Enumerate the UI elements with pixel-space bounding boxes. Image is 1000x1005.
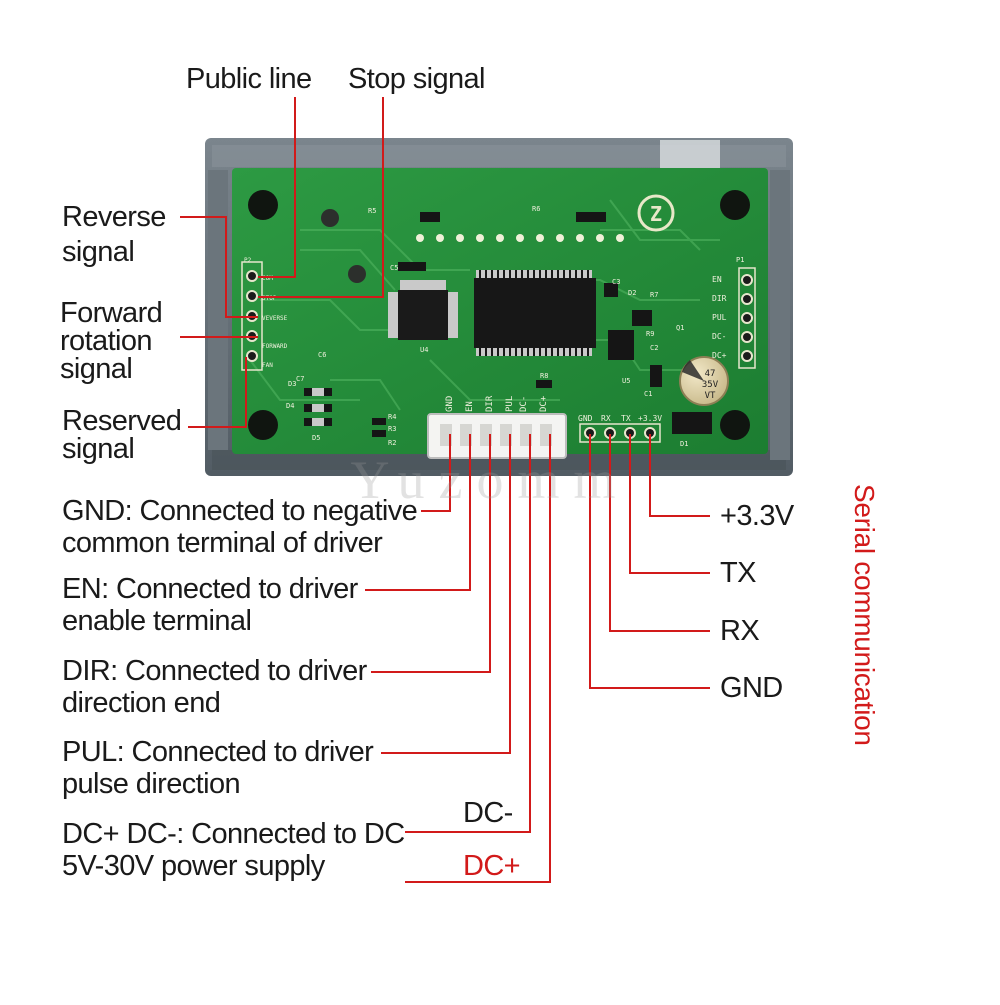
- p1-header-label-1: DIR: [712, 294, 727, 303]
- leader-lines: [180, 97, 710, 883]
- reverse-signal-label-2: signal: [62, 236, 135, 268]
- reverse-signal-leader: [180, 216, 258, 318]
- pul-desc-1: PUL: Connected to driver: [62, 736, 374, 768]
- cap-text-3: VT: [705, 391, 716, 401]
- serial-header-label-2: TX: [621, 414, 631, 423]
- connector-label-2: DIR: [485, 395, 495, 412]
- component-label-c2: C2: [650, 344, 658, 352]
- dir-desc-2: direction end: [62, 687, 221, 719]
- p1-header-label-3: DC-: [712, 332, 726, 341]
- component-label-r3: R3: [388, 425, 396, 433]
- p2-label-5: FAN: [262, 362, 273, 369]
- silkscreen-labels: GND EN DIR PUL DC- DC+ GND RX TX +3.3V EN DIR PUL DC-…: [244, 205, 744, 448]
- component-label-c5: C5: [390, 264, 398, 272]
- p2-label-3: VEVERSE: [262, 315, 288, 322]
- connector-label-5: DC+: [539, 395, 549, 412]
- dir-leader: [371, 434, 491, 673]
- en-desc-2: enable terminal: [62, 605, 252, 637]
- p2-label-0: P2: [244, 257, 252, 264]
- cap-text-1: 47: [705, 369, 716, 379]
- connector-label-4: DC-: [519, 396, 529, 412]
- forward-signal-label-1: Forward: [60, 297, 163, 329]
- svg-text:Z: Z: [650, 202, 662, 226]
- component-label-d5: D5: [312, 434, 320, 442]
- component-label-d4: D4: [286, 402, 294, 410]
- component-label-d3: D3: [288, 380, 296, 388]
- forward-signal-label-3: signal: [60, 353, 133, 385]
- rx-label: RX: [720, 615, 760, 647]
- tx-leader: [629, 434, 710, 574]
- p2-label-2: STOP: [262, 295, 277, 302]
- connector-label-3: PUL: [505, 396, 515, 412]
- dc-minus-label: DC-: [463, 797, 513, 829]
- component-label-c7: C7: [296, 375, 304, 383]
- pul-leader: [381, 434, 511, 754]
- dc-plus-leader: [405, 434, 551, 883]
- serial-gnd-label: GND: [720, 672, 783, 704]
- dir-desc-1: DIR: Connected to driver: [62, 655, 367, 687]
- component-label-d2: D2: [628, 289, 636, 297]
- component-label-q1: Q1: [676, 324, 684, 332]
- component-label-c3: C3: [612, 278, 620, 286]
- dc-minus-leader: [405, 434, 531, 833]
- serial-gnd-leader: [589, 434, 710, 689]
- serial-header-label-3: +3.3V: [638, 414, 662, 423]
- reserved-signal-label-1: Reserved: [62, 405, 182, 437]
- p2-label-4: FORWARD: [262, 343, 288, 350]
- component-label-u4: U4: [420, 346, 428, 354]
- public-line-label: Public line: [186, 63, 312, 95]
- component-label-c6: C6: [318, 351, 326, 359]
- cap-text-2: 35V: [702, 380, 719, 390]
- gnd-desc-1: GND: Connected to negative: [62, 495, 418, 527]
- component-label-r6: R6: [532, 205, 540, 213]
- serial-header-label-1: RX: [601, 414, 611, 423]
- reserved-signal-label-2: signal: [62, 433, 135, 465]
- component-label-r5: R5: [368, 207, 376, 215]
- gnd-leader: [421, 434, 451, 512]
- stop-signal-label: Stop signal: [348, 63, 485, 95]
- v33-label: +3.3V: [720, 500, 794, 532]
- component-label-r4: R4: [388, 413, 396, 421]
- serial-communication-label: Serial communication: [849, 484, 880, 746]
- dc-plus-label: DC+: [463, 850, 521, 882]
- component-label-r9: R9: [646, 330, 654, 338]
- connector-label-0: GND: [445, 396, 455, 412]
- reverse-signal-label-1: Reverse: [62, 201, 166, 233]
- en-leader: [365, 434, 471, 591]
- p1-header-label-2: PUL: [712, 313, 727, 322]
- component-label-r2: R2: [388, 439, 396, 447]
- p2-label-1: COM: [262, 275, 273, 282]
- forward-signal-label-2: rotation: [60, 325, 153, 357]
- gnd-desc-2: common terminal of driver: [62, 527, 383, 559]
- component-label-p1: P1: [736, 256, 744, 264]
- serial-header-label-0: GND: [578, 414, 593, 423]
- component-label-c1: C1: [644, 390, 652, 398]
- pul-desc-2: pulse direction: [62, 768, 241, 800]
- dc-desc-1: DC+ DC-: Connected to DC: [62, 818, 405, 850]
- reserved-signal-leader: [188, 357, 247, 428]
- watermark: Yuzomm: [351, 450, 630, 510]
- dc-desc-2: 5V-30V power supply: [62, 850, 325, 882]
- public-line-leader: [258, 97, 296, 278]
- en-desc-1: EN: Connected to driver: [62, 573, 358, 605]
- component-label-d1: D1: [680, 440, 688, 448]
- component-label-u5: U5: [622, 377, 630, 385]
- p1-header-label-0: EN: [712, 275, 722, 284]
- stop-signal-leader: [258, 97, 384, 298]
- v33-leader: [649, 434, 710, 517]
- component-label-r8: R8: [540, 372, 548, 380]
- rx-leader: [609, 434, 710, 632]
- component-label-r7: R7: [650, 291, 658, 299]
- connector-label-1: EN: [465, 401, 475, 412]
- pcb: Z: [232, 168, 768, 459]
- p1-header-label-4: DC+: [712, 351, 727, 360]
- tx-label: TX: [720, 557, 756, 589]
